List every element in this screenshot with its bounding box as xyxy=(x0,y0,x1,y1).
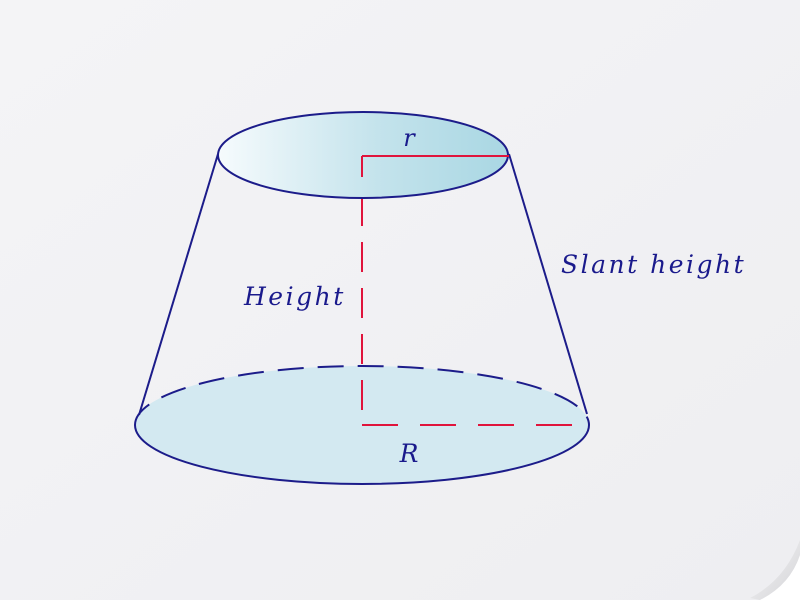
base-back-arc xyxy=(134,365,590,426)
slant-height-label: Slant height xyxy=(561,250,746,279)
height-label: Height xyxy=(243,282,346,311)
right-slant-edge xyxy=(508,153,588,415)
left-slant-edge xyxy=(138,153,219,416)
bottom-radius-label: R xyxy=(399,439,419,468)
base-front-arc xyxy=(134,424,590,485)
top-radius-label: r xyxy=(403,124,416,152)
